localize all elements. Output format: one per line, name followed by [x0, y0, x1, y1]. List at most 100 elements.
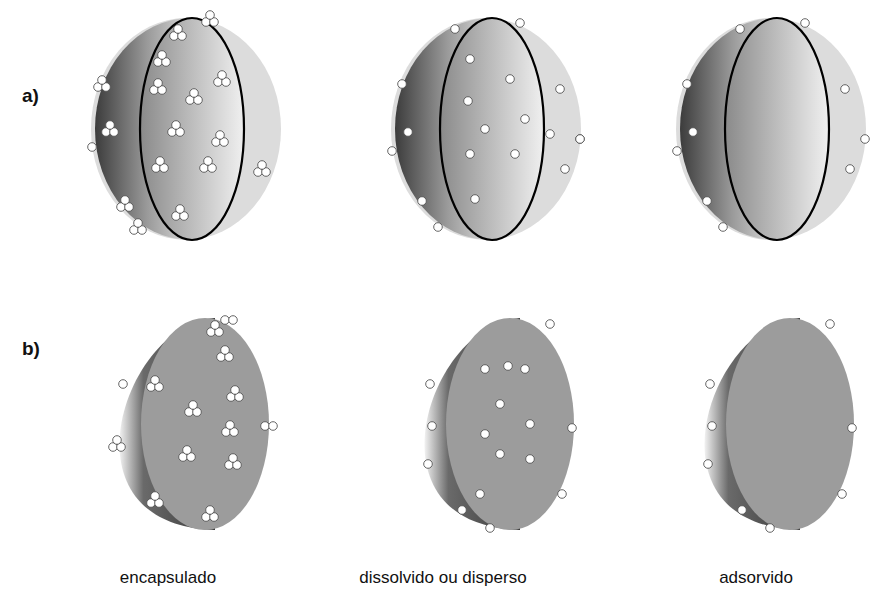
particle-dot	[526, 420, 535, 429]
cut-ellipse	[140, 18, 244, 240]
particle-dot	[426, 380, 435, 389]
particle-dot	[546, 320, 555, 329]
particle-dot	[846, 165, 855, 174]
particle-dot	[838, 490, 847, 499]
particle-dot	[486, 524, 495, 533]
particle-dot	[156, 157, 165, 166]
particle-dot	[511, 150, 520, 159]
half-sphere-face	[141, 318, 269, 530]
particle-dot	[218, 71, 227, 80]
particle-dot	[464, 97, 473, 106]
particle-dot	[216, 131, 225, 140]
particle-dot	[258, 161, 267, 170]
particle-dot	[481, 365, 490, 374]
particle-dot	[736, 25, 745, 34]
particle-dot	[801, 19, 810, 28]
particle-dot	[398, 80, 407, 89]
cut-ellipse	[440, 18, 544, 240]
particle-dot	[848, 424, 857, 433]
particle-dot	[704, 460, 713, 469]
particle-dot	[231, 386, 240, 395]
particle-dot	[481, 125, 490, 134]
particle-dot	[466, 150, 475, 159]
particle-dot	[424, 460, 433, 469]
particle-dot	[683, 80, 692, 89]
column-caption: adsorvido	[719, 568, 793, 588]
particle-dot	[766, 524, 775, 533]
particle-dot	[174, 25, 183, 34]
particle-dot	[526, 455, 535, 464]
particle-dot	[689, 128, 698, 137]
row-tag: b)	[22, 338, 40, 360]
particle-dot	[516, 19, 525, 28]
particle-dot	[496, 400, 505, 409]
particle-dot	[121, 196, 130, 205]
row-tag: a)	[22, 85, 39, 107]
particle-dot	[521, 115, 530, 124]
particle-dot	[261, 422, 270, 431]
particle-dot	[206, 506, 215, 515]
particle-dot	[226, 421, 235, 430]
particle-dot	[221, 346, 230, 355]
particle-dot	[471, 195, 480, 204]
particle-dot	[388, 147, 397, 156]
particle-dot	[428, 422, 437, 431]
particle-dot	[190, 89, 199, 98]
particle-dot	[172, 121, 181, 130]
particle-dot	[546, 130, 555, 139]
column-caption: dissolvido ou disperso	[359, 568, 526, 588]
column-caption: encapsulado	[120, 568, 216, 588]
particle-dot	[204, 157, 213, 166]
particle-dot	[134, 219, 143, 228]
particle-dot	[481, 430, 490, 439]
particle-dot	[88, 143, 97, 152]
particle-dot	[568, 424, 577, 433]
particle-dot	[841, 85, 850, 94]
particle-dot	[229, 316, 238, 325]
particle-dot	[211, 321, 220, 330]
particle-dot	[673, 147, 682, 156]
particle-dot	[521, 365, 530, 374]
particle-dot	[221, 316, 230, 325]
particle-dot	[229, 454, 238, 463]
particle-dot	[504, 362, 513, 371]
particle-dot	[451, 25, 460, 34]
half-sphere-face	[726, 318, 854, 530]
particle-dot	[826, 320, 835, 329]
particle-dot	[496, 450, 505, 459]
particle-dot	[183, 446, 192, 455]
sphere-back	[91, 18, 281, 240]
particle-dot	[556, 85, 565, 94]
particle-dot	[119, 380, 128, 389]
particle-dot	[703, 197, 712, 206]
particle-dot	[106, 121, 115, 130]
particle-dot	[434, 223, 443, 232]
particle-dot	[269, 422, 278, 431]
half-sphere-face	[446, 318, 574, 530]
particle-dot	[719, 223, 728, 232]
particle-dot	[706, 380, 715, 389]
particle-dot	[708, 422, 717, 431]
particle-dot	[576, 135, 585, 144]
particle-dot	[151, 492, 160, 501]
particle-dot	[561, 165, 570, 174]
particle-dot	[466, 55, 475, 64]
cut-ellipse	[725, 18, 829, 240]
sphere-back	[676, 18, 866, 240]
particle-dot	[404, 128, 413, 137]
particle-dot	[506, 75, 515, 84]
particle-dot	[418, 197, 427, 206]
particle-dot	[458, 506, 467, 515]
particle-dot	[113, 436, 122, 445]
particle-dot	[176, 205, 185, 214]
particle-dot	[151, 376, 160, 385]
particle-dot	[154, 79, 163, 88]
particle-dot	[738, 506, 747, 515]
particle-dot	[189, 401, 198, 410]
particle-dot	[861, 135, 870, 144]
particle-dot	[98, 76, 107, 85]
sphere-back	[391, 18, 581, 240]
particle-dot	[558, 490, 567, 499]
